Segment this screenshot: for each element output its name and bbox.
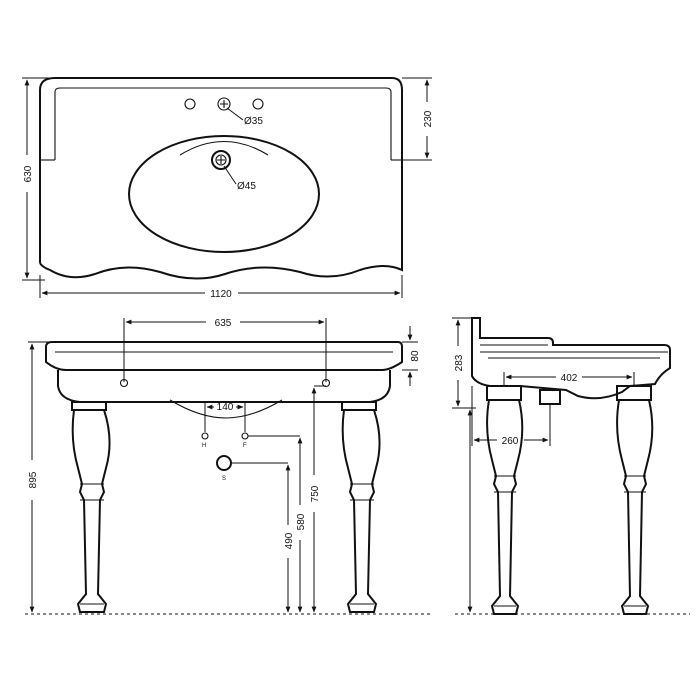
dim-waste-offset-260: 260 — [471, 386, 551, 447]
dim-upstand-230: 230 — [402, 77, 434, 161]
tap-hole-callout: Ø35 — [226, 107, 263, 127]
dim-overall-depth: 630 — [23, 165, 34, 182]
supply-points: H F S — [201, 432, 249, 482]
dim-height-side — [462, 407, 476, 613]
dim-height-750: 750 — [310, 485, 321, 502]
dim-height-490: 490 — [284, 532, 295, 549]
dim-leg-span-635: 635 — [123, 318, 327, 382]
front-leg-right — [341, 401, 381, 613]
dim-750: 750 — [310, 385, 326, 613]
front-basin-body — [57, 370, 391, 403]
dim-waste-spacing: 140 — [217, 402, 234, 413]
tap-holes — [184, 97, 264, 111]
plan-view: Ø35 Ø45 1120 630 230 — [22, 77, 434, 300]
side-view: 283 402 260 — [452, 317, 690, 615]
dim-overall-width: 1120 — [210, 289, 232, 300]
dim-depth-630: 630 — [22, 77, 52, 281]
dim-490: 490 — [231, 462, 295, 613]
waste-hole — [211, 150, 231, 170]
front-leg-left — [71, 401, 111, 613]
dim-leg-spacing-402: 402 — [503, 372, 635, 386]
dim-waste-hole: Ø45 — [237, 181, 256, 192]
bowl — [128, 135, 320, 253]
label-cold: F — [243, 443, 247, 449]
upstand-edge — [54, 87, 392, 160]
dim-rim-height: 80 — [410, 350, 421, 362]
side-leg-back — [616, 385, 654, 615]
waste-callout: Ø45 — [223, 165, 256, 192]
side-waste — [539, 389, 561, 405]
overflow-slot — [179, 140, 269, 156]
dim-upstand-depth: 230 — [423, 110, 434, 127]
label-waste: S — [222, 476, 226, 482]
front-view: H F S 635 80 140 — [25, 318, 430, 615]
dim-waste-offset: 260 — [502, 436, 519, 447]
front-top-slab — [45, 341, 403, 371]
dim-waste-spacing-140: 140 — [204, 402, 246, 432]
dim-rim-80: 80 — [402, 326, 421, 386]
dim-upstand-height: 283 — [454, 354, 465, 371]
label-hot: H — [202, 443, 206, 449]
dim-leg-spacing: 402 — [561, 373, 578, 384]
dim-height-580: 580 — [296, 513, 307, 530]
basin-outline — [39, 77, 403, 280]
dim-total-height: 895 — [28, 471, 39, 488]
dim-total-895: 895 — [28, 341, 50, 613]
dim-tap-hole: Ø35 — [244, 116, 263, 127]
dim-580: 580 — [248, 435, 307, 613]
dim-width-1120: 1120 — [39, 275, 403, 300]
dim-leg-span: 635 — [215, 318, 232, 329]
front-bowl — [169, 399, 283, 419]
dim-upstand-283: 283 — [452, 317, 472, 409]
side-leg-front — [486, 385, 524, 615]
